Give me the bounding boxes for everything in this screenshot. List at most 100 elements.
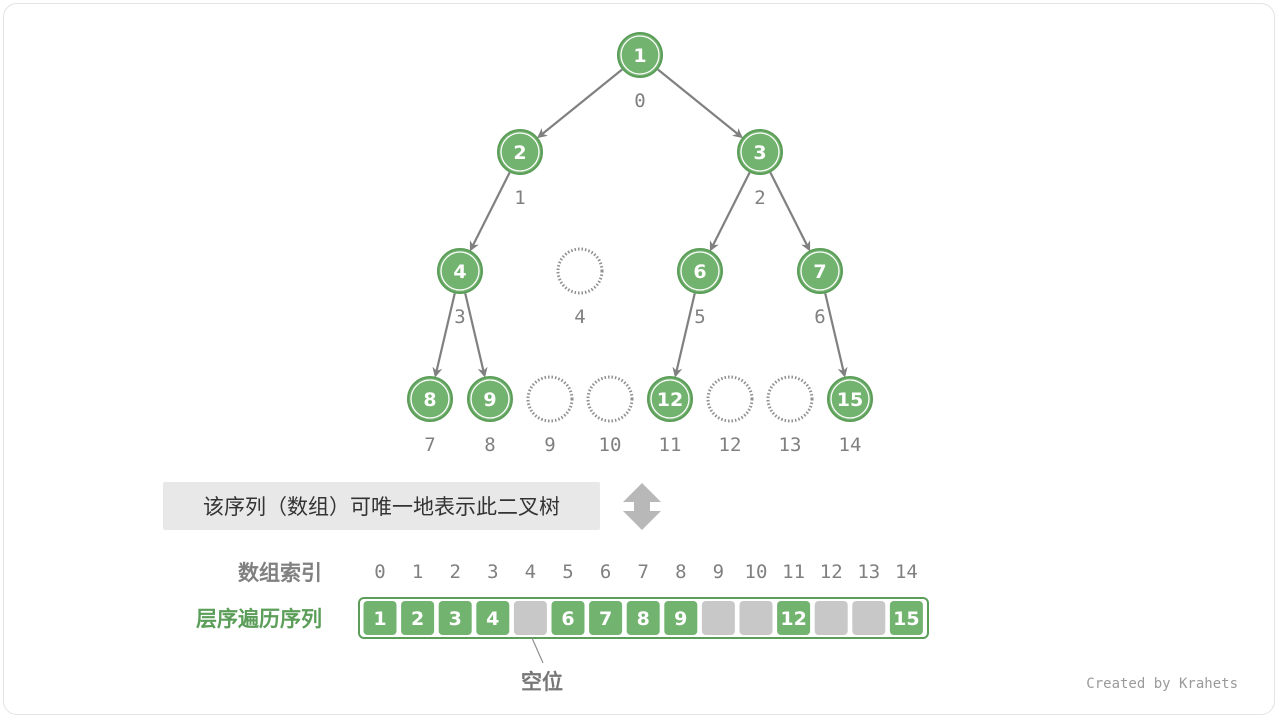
node-index: 2 <box>754 187 765 209</box>
array-cell-box <box>401 601 435 635</box>
array-empty-cell <box>513 601 547 635</box>
array-index: 12 <box>820 561 843 583</box>
node-index: 10 <box>599 434 622 456</box>
array-cell-value: 4 <box>486 608 499 630</box>
array-cell-box <box>701 601 735 635</box>
array-cell-value: 12 <box>780 608 806 630</box>
empty-slot-label: 空位 <box>521 670 563 694</box>
empty-tree-node: 13 <box>766 375 814 456</box>
array-cell: 9 <box>664 601 698 635</box>
node-inner-ring <box>470 379 510 419</box>
array-cell: 6 <box>551 601 585 635</box>
node-circle <box>497 129 543 175</box>
empty-node-circle <box>526 375 574 423</box>
node-index: 12 <box>719 434 742 456</box>
node-index: 13 <box>779 434 802 456</box>
node-inner-ring <box>650 379 690 419</box>
array-cell-box <box>589 601 623 635</box>
tree-edge <box>672 293 696 378</box>
tree-node: 65 <box>677 248 723 328</box>
node-index: 7 <box>424 434 435 456</box>
node-index: 0 <box>634 90 645 112</box>
tree-edges <box>432 68 848 378</box>
empty-node-circle <box>586 375 634 423</box>
empty-tree-node: 10 <box>586 375 634 456</box>
array-index: 9 <box>713 561 724 583</box>
node-circle <box>407 376 453 422</box>
bidirectional-arrow-icon <box>623 483 661 530</box>
array-cell-value: 7 <box>599 608 612 630</box>
node-value: 15 <box>837 389 863 411</box>
array-cell-box <box>852 601 886 635</box>
node-inner-ring <box>500 132 540 172</box>
node-value: 6 <box>693 261 706 283</box>
node-circle <box>617 32 663 78</box>
node-inner-ring <box>740 132 780 172</box>
node-inner-ring <box>620 35 660 75</box>
node-value: 8 <box>423 389 436 411</box>
array-cell-box <box>476 601 510 635</box>
array-cell: 3 <box>438 601 472 635</box>
array-cell-value: 2 <box>411 608 424 630</box>
node-index: 14 <box>839 434 862 456</box>
node-circle <box>797 248 843 294</box>
node-index: 5 <box>694 306 705 328</box>
array-index: 2 <box>449 561 460 583</box>
array-cell: 12 <box>777 601 811 635</box>
array-index: 13 <box>857 561 880 583</box>
node-value: 12 <box>657 389 683 411</box>
empty-slot-pointer <box>531 637 544 664</box>
node-inner-ring <box>410 379 450 419</box>
array-index: 8 <box>675 561 686 583</box>
node-value: 9 <box>483 389 496 411</box>
tree-edge <box>464 293 488 378</box>
node-index: 1 <box>514 187 525 209</box>
tree-node: 12 11 <box>647 376 693 456</box>
array-cell-box <box>363 601 397 635</box>
empty-tree-node: 12 <box>706 375 754 456</box>
array-index: 7 <box>637 561 648 583</box>
array-empty-cell <box>739 601 773 635</box>
array-empty-cell <box>701 601 735 635</box>
array-cell-value: 9 <box>674 608 687 630</box>
tree-edge <box>709 172 751 252</box>
level-order-array-border <box>358 597 929 639</box>
node-value: 2 <box>513 142 526 164</box>
tree-edge <box>537 68 623 139</box>
array-index: 11 <box>782 561 805 583</box>
array-cell-box <box>513 601 547 635</box>
empty-tree-node: 9 <box>526 375 574 456</box>
node-circle <box>737 129 783 175</box>
node-circle <box>677 248 723 294</box>
empty-tree-node: 4 <box>556 247 604 328</box>
empty-node-circle <box>766 375 814 423</box>
node-inner-ring <box>680 251 720 291</box>
array-cell: 7 <box>589 601 623 635</box>
tree-edge <box>432 293 456 378</box>
array-index: 6 <box>600 561 611 583</box>
node-index: 8 <box>484 434 495 456</box>
tree-edge <box>657 68 743 139</box>
node-circle <box>467 376 513 422</box>
tree-edge <box>469 172 511 252</box>
node-index: 11 <box>659 434 682 456</box>
array-cell-box <box>438 601 472 635</box>
tree-node: 10 <box>617 32 663 112</box>
node-value: 1 <box>633 45 646 67</box>
array-cell: 2 <box>401 601 435 635</box>
node-index: 4 <box>574 306 585 328</box>
array-index: 10 <box>745 561 768 583</box>
node-value: 7 <box>813 261 826 283</box>
array-cell: 4 <box>476 601 510 635</box>
array-cell-value: 3 <box>449 608 462 630</box>
array-index: 1 <box>412 561 423 583</box>
array-index: 0 <box>374 561 385 583</box>
node-index: 6 <box>814 306 825 328</box>
array-cell-box <box>889 601 923 635</box>
array-index: 4 <box>525 561 536 583</box>
